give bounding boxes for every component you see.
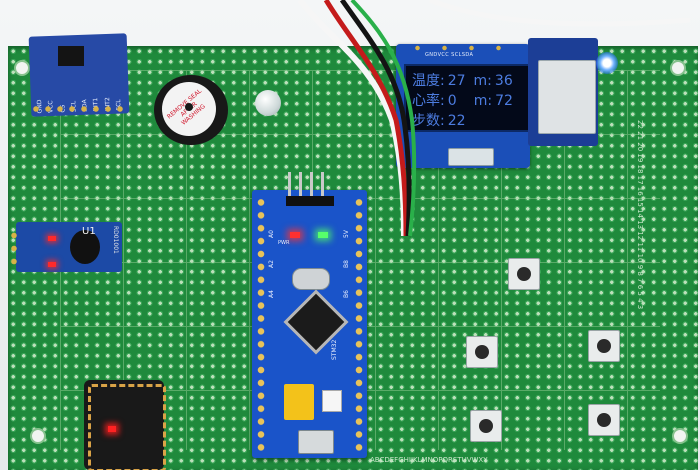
oled-hr-value: 0 — [447, 93, 457, 109]
heart-rate-sensor — [84, 380, 164, 470]
oled-temp-value: 27 — [447, 73, 466, 89]
pin-label: B6 — [343, 290, 350, 298]
sensor-module-ic — [70, 230, 100, 264]
oled-line-temperature: 温度:27 m:36 — [412, 70, 513, 90]
oled-temp-m-label: m: — [473, 73, 492, 89]
buzzer-hole — [185, 103, 193, 111]
reset-button — [322, 390, 342, 412]
stm32-right-pins — [354, 196, 364, 454]
oled-hr-m-value: 72 — [495, 93, 513, 109]
pin-label: A4 — [268, 290, 275, 298]
usb-connector — [298, 430, 334, 454]
wifi-module-shield — [538, 60, 596, 134]
pin-label: A0 — [268, 230, 275, 238]
crystal-oscillator — [292, 268, 330, 290]
oled-display: 温度:27 m:36 心率:0 m:72 步数:22 — [404, 64, 532, 132]
sensor-module-left — [16, 222, 122, 272]
wire-white-top — [429, 0, 691, 27]
stm32-left-pins — [256, 196, 266, 454]
sensor-module-code: RD01001 — [112, 226, 119, 254]
board-edge-numbers: 22 21 20 19 18 17 16 15 14 13 12 11 10 9… — [636, 120, 644, 310]
indicator-led-red — [48, 236, 56, 241]
tactile-button — [588, 330, 620, 362]
heart-rate-led — [108, 426, 116, 432]
oled-line-heartrate: 心率:0 m:72 — [412, 90, 513, 110]
heart-rate-sensor-pads — [88, 384, 166, 470]
clear-led — [255, 90, 281, 116]
oled-hr-m-label: m: — [473, 93, 493, 109]
wire-black — [339, 0, 412, 237]
mpu6050-chip — [58, 46, 84, 66]
mpu6050-header-pins — [30, 104, 126, 114]
oled-hr-label: 心率: — [412, 93, 445, 109]
board-edge-letters: ABCDEFGHIJKLMNOPQRSTUVWXY — [370, 456, 488, 464]
oled-steps-label: 步数: — [412, 113, 445, 129]
indicator-led-red — [48, 262, 56, 267]
oled-line-steps: 步数:22 — [412, 110, 466, 130]
tactile-button — [470, 410, 502, 442]
tactile-button — [508, 258, 540, 290]
mount-hole — [672, 428, 688, 444]
pin-label: B8 — [343, 260, 350, 268]
tactile-button — [466, 336, 498, 368]
oled-header-pins — [404, 45, 512, 51]
oled-steps-value: 22 — [447, 113, 466, 129]
tactile-button — [588, 404, 620, 436]
oled-temp-m-value: 36 — [494, 73, 513, 89]
pc13-led — [318, 232, 328, 238]
swd-header-base — [286, 196, 334, 206]
boot-jumpers — [284, 384, 314, 420]
sensor-module-label: U1 — [82, 226, 96, 237]
wifi-status-led — [596, 52, 618, 74]
stm32-chip-label: STM32 — [331, 339, 338, 360]
pin-label: 5V — [343, 230, 350, 238]
power-led-label: PWR — [278, 240, 290, 246]
pin-label: A2 — [268, 260, 275, 268]
mount-hole — [670, 60, 686, 76]
power-led — [290, 232, 300, 238]
oled-pin-labels: GNDVCC SCLSDA — [425, 52, 474, 58]
oled-temp-label: 温度: — [412, 73, 445, 89]
mount-hole — [30, 428, 46, 444]
wire-red — [323, 0, 409, 237]
oled-ribbon-connector — [448, 148, 494, 166]
wire-green — [350, 0, 417, 237]
sensor-module-pins — [10, 229, 18, 269]
